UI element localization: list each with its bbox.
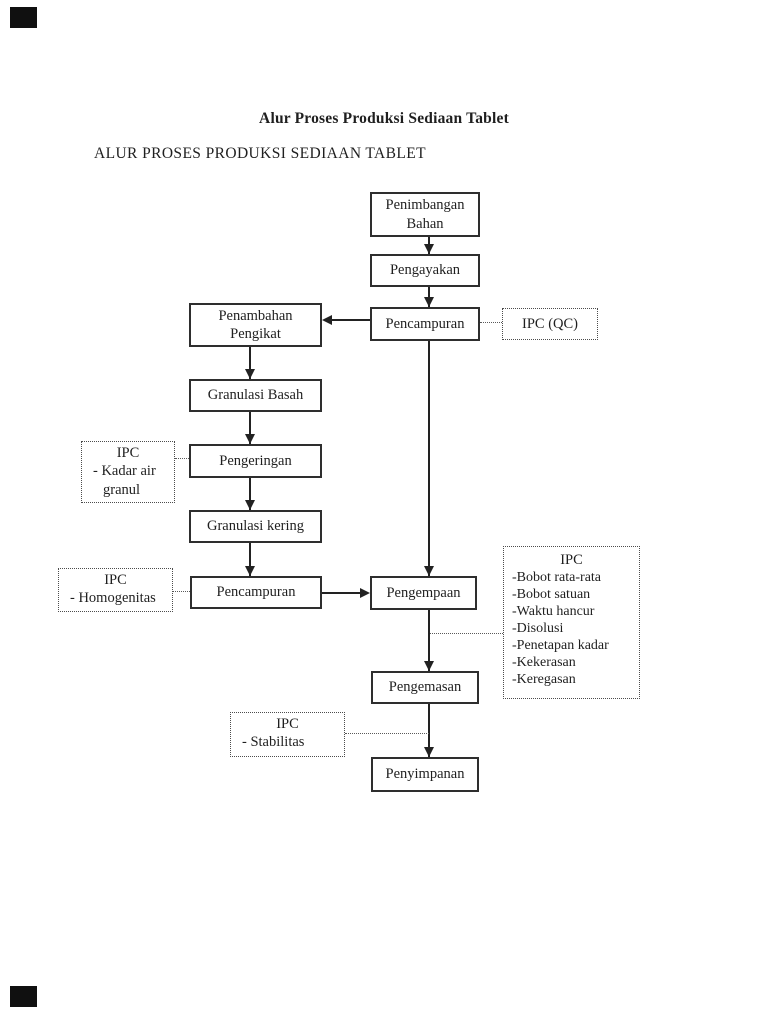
arrow-pencampuran1-penambahan <box>332 319 370 321</box>
arrow-pengempaan-pengemasan <box>428 610 430 671</box>
ipc-line: - Kadar air <box>93 463 156 480</box>
arrow-penambahan-granulasibasah <box>249 347 251 379</box>
node-pencampuran-2: Pencampuran <box>190 576 322 609</box>
ipc-title: IPC <box>116 445 140 461</box>
document-heading: ALUR PROSES PRODUKSI SEDIAAN TABLET <box>94 145 426 162</box>
connector-pencampuran1-ipcqc <box>480 322 502 323</box>
node-label: Granulasi kering <box>206 518 305 535</box>
ipc-line: -Penetapan kadar <box>512 638 609 653</box>
page-corner-mark-top-left <box>10 7 37 28</box>
node-pengeringan: Pengeringan <box>189 444 322 478</box>
arrowhead-down-icon <box>424 244 434 254</box>
node-label: Pencampuran <box>385 315 465 332</box>
ipc-title: IPC <box>560 552 583 568</box>
ipc-label: IPC (QC) <box>522 315 578 332</box>
ipc-node-qc: IPC (QC) <box>502 308 598 340</box>
node-label: Granulasi Basah <box>207 387 304 404</box>
node-penambahan-pengikat: Penambahan Pengikat <box>189 303 322 347</box>
ipc-line: granul <box>103 481 141 498</box>
ipc-lines: - Homogenitas <box>59 589 172 607</box>
arrowhead-left-icon <box>322 315 332 325</box>
node-pengempaan: Pengempaan <box>370 576 477 610</box>
node-pencampuran-1: Pencampuran <box>370 307 480 341</box>
node-label: Penimbangan Bahan <box>385 197 465 232</box>
node-penyimpanan: Penyimpanan <box>371 757 479 792</box>
arrow-pengemasan-penyimpanan <box>428 704 430 757</box>
node-label: Pengeringan <box>219 452 292 469</box>
node-pengayakan: Pengayakan <box>370 254 480 287</box>
arrowhead-down-icon <box>245 434 255 444</box>
ipc-lines: -Bobot rata-rata -Bobot satuan -Waktu ha… <box>504 569 639 688</box>
connector-ipchomogenitas-pencampuran2 <box>173 591 190 592</box>
arrowhead-down-icon <box>424 747 434 757</box>
ipc-line: -Bobot satuan <box>512 587 591 602</box>
node-pengemasan: Pengemasan <box>371 671 479 704</box>
document-title: Alur Proses Produksi Sediaan Tablet <box>259 110 509 127</box>
arrow-pengeringan-granulasikering <box>249 478 251 510</box>
arrowhead-down-icon <box>245 566 255 576</box>
ipc-line: -Waktu hancur <box>512 604 595 619</box>
arrowhead-down-icon <box>424 297 434 307</box>
arrow-pencampuran1-pengempaan <box>428 341 430 576</box>
ipc-title: IPC <box>276 716 299 732</box>
connector-pengempaan-ipctablet <box>430 633 503 634</box>
ipc-line: - Homogenitas <box>70 590 156 607</box>
ipc-line: -Kekerasan <box>512 655 576 670</box>
arrowhead-right-icon <box>360 588 370 598</box>
ipc-node-tablet-tests: IPC -Bobot rata-rata -Bobot satuan -Wakt… <box>503 546 640 699</box>
arrow-pencampuran2-pengempaan <box>322 592 362 594</box>
ipc-line: -Disolusi <box>512 621 564 636</box>
arrowhead-down-icon <box>424 566 434 576</box>
ipc-node-stabilitas: IPC - Stabilitas <box>230 712 345 757</box>
ipc-lines: - Stabilitas <box>231 733 344 751</box>
connector-ipckadar-pengeringan <box>175 458 189 459</box>
page-corner-mark-bottom-left <box>10 986 37 1007</box>
node-label: Pencampuran <box>216 584 296 601</box>
arrowhead-down-icon <box>245 500 255 510</box>
connector-ipcstabilitas-line <box>345 733 429 734</box>
node-label: Penambahan Pengikat <box>218 307 293 342</box>
arrow-granulasibasah-pengeringan <box>249 412 251 444</box>
ipc-line: -Keregasan <box>512 672 576 687</box>
node-granulasi-kering: Granulasi kering <box>189 510 322 543</box>
ipc-node-kadar-air: IPC - Kadar air granul <box>81 441 175 503</box>
ipc-lines: - Kadar air granul <box>82 462 174 498</box>
node-label: Penyimpanan <box>385 766 465 783</box>
node-label: Pengempaan <box>386 584 461 601</box>
arrowhead-down-icon <box>424 661 434 671</box>
arrowhead-down-icon <box>245 369 255 379</box>
node-penimbangan-bahan: Penimbangan Bahan <box>370 192 480 237</box>
node-label: Pengemasan <box>388 679 462 696</box>
ipc-title: IPC <box>104 572 127 588</box>
node-label: Pengayakan <box>389 262 461 279</box>
arrow-granulasikering-pencampuran2 <box>249 543 251 576</box>
ipc-line: -Bobot rata-rata <box>512 570 602 585</box>
ipc-line: - Stabilitas <box>242 734 305 751</box>
ipc-node-homogenitas: IPC - Homogenitas <box>58 568 173 612</box>
node-granulasi-basah: Granulasi Basah <box>189 379 322 412</box>
